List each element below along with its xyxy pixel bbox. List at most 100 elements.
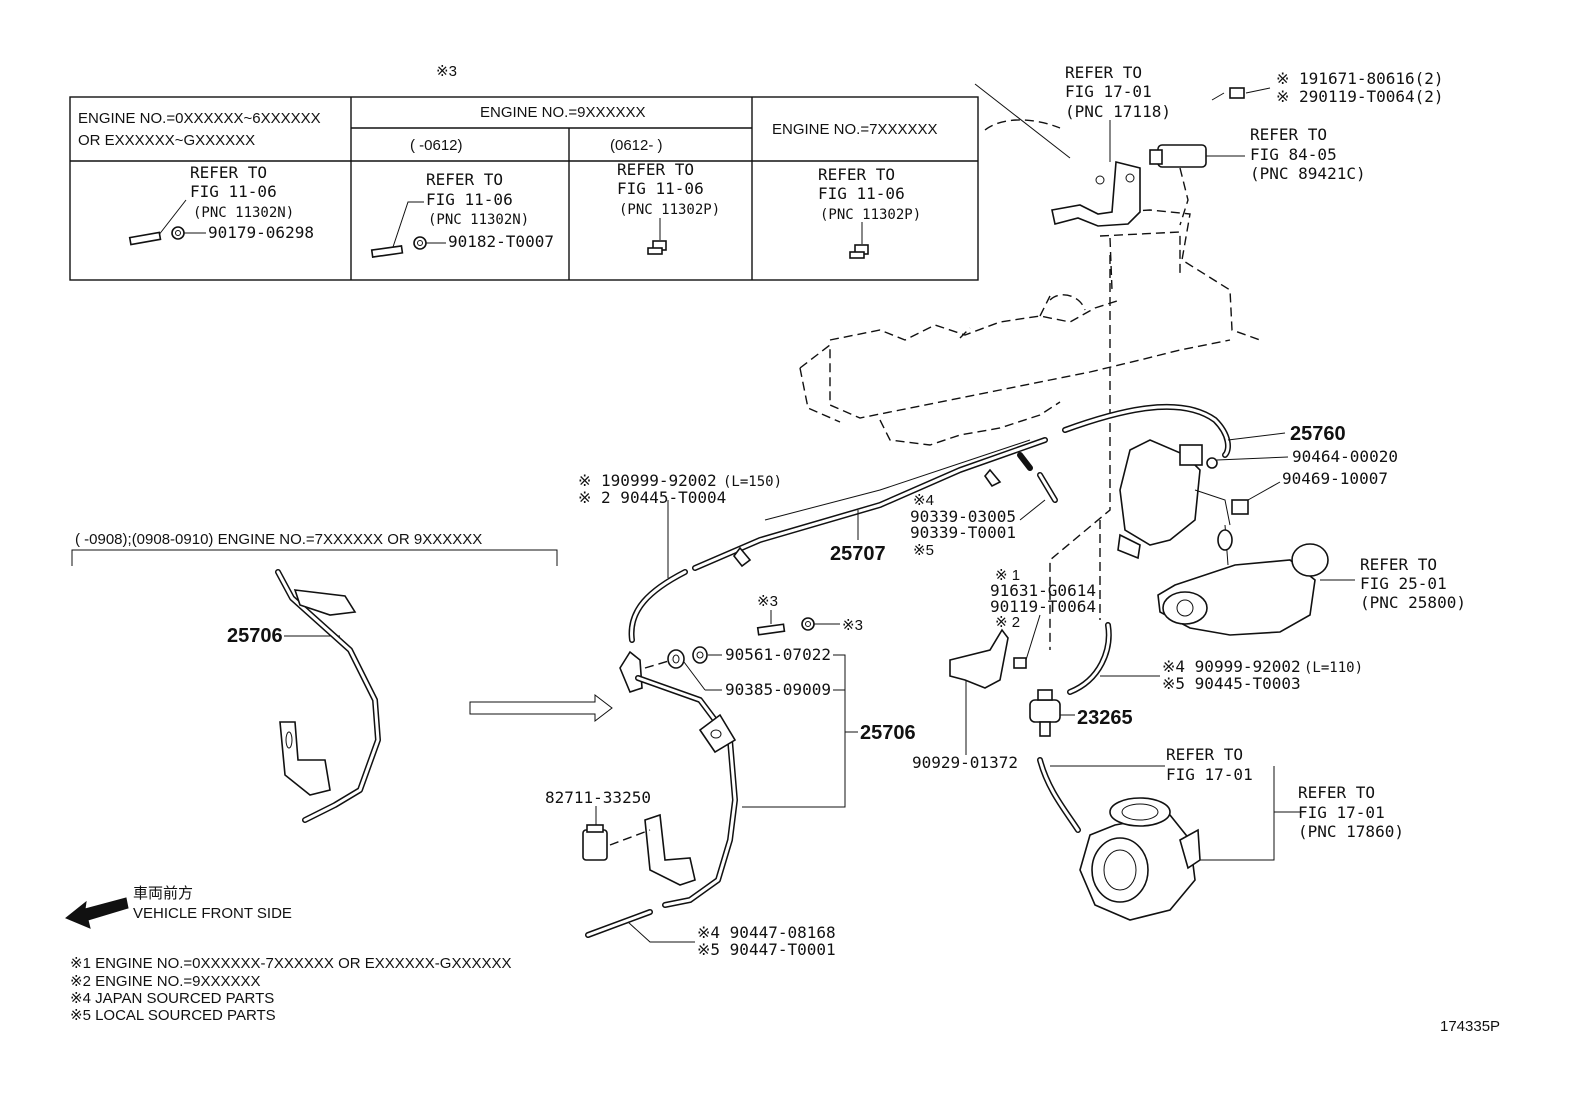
engine-outline [799, 83, 1261, 446]
part-label-90447-a: ※4 90447-08168 [697, 923, 836, 942]
refer-fig17-top: REFER TO FIG 17-01 (PNC 17118) [1065, 63, 1171, 121]
cell4-pnc: (PNC 11302P) [820, 207, 921, 223]
table-marker: ※3 [436, 63, 457, 80]
part-label-90119-b: 90119-T0064 [990, 597, 1096, 616]
filter-23265 [1029, 689, 1075, 737]
clip-82711 [582, 806, 608, 861]
front-label-jp: 車両前方 [133, 885, 193, 902]
refer-fig84: REFER TO FIG 84-05 (PNC 89421C) [1250, 125, 1366, 183]
nut-icon [171, 226, 206, 240]
cell2-part: 90182-T0007 [448, 232, 554, 251]
part-label-90339-t0001: 90339-T0001 [910, 523, 1016, 542]
part-label-90445-t0004: ※ 2 90445-T0004 [578, 488, 726, 507]
cell1-part: 90179-06298 [208, 223, 314, 242]
refer-fig17-bot: REFER TO FIG 17-01 (PNC 17860) [1298, 783, 1404, 841]
mark-3b: ※3 [842, 617, 863, 634]
part-label-25760: 25760 [1290, 423, 1346, 445]
ref-line: REFER TO [1065, 63, 1142, 82]
part-label-25706-main: 25706 [860, 722, 916, 744]
footnotes: ※1 ENGINE NO.=0XXXXXX-7XXXXXX OR EXXXXXX… [70, 955, 511, 1024]
cell4-refer: REFER TO [818, 165, 895, 184]
nut-icon: ※3 [801, 617, 863, 634]
inset-variant: ( -0908);(0908-0910) ENGINE NO.=7XXXXXX … [71, 531, 558, 823]
cell3-pnc: (PNC 11302P) [619, 202, 720, 218]
cell2-refer: REFER TO [426, 170, 503, 189]
ref-line: FIG 84-05 [1250, 145, 1337, 164]
part-label-91631: 91631-G0614 [990, 581, 1096, 600]
hose-90447 [585, 909, 695, 943]
part-label-90464: 90464-00020 [1292, 447, 1398, 466]
egr-valve-part [1157, 524, 1355, 636]
hose-25760 [1062, 403, 1286, 458]
clip-icon [1231, 481, 1281, 515]
cell3-fig: FIG 11-06 [617, 179, 704, 198]
mark-1b: ※ 1 [995, 567, 1020, 584]
vehicle-front-indicator: 車両前方 VEHICLE FRONT SIDE [65, 885, 292, 929]
part-label-90929: 90929-01372 [912, 753, 1018, 772]
part-label-91671: ※ 191671-80616(2) [1276, 69, 1444, 88]
screw-icon [1211, 87, 1271, 101]
table-col1-line1: ENGINE NO.=0XXXXXX~6XXXXXX [78, 110, 321, 127]
stud-icon: ※3 [756, 593, 786, 636]
inset-header: ( -0908);(0908-0910) ENGINE NO.=7XXXXXX … [75, 531, 482, 548]
front-arrow-icon [65, 897, 129, 929]
cell2-fig: FIG 11-06 [426, 190, 513, 209]
table-col2a-sub: ( -0612) [410, 137, 463, 154]
part-label-90119-t0064: ※ 290119-T0064(2) [1276, 87, 1444, 106]
part-label-23265: 23265 [1077, 707, 1133, 729]
footnote: ※5 LOCAL SOURCED PARTS [70, 1007, 276, 1024]
ref-line: REFER TO [1250, 125, 1327, 144]
ref-line: (PNC 89421C) [1250, 164, 1366, 183]
nut-icon [413, 236, 446, 250]
figure-id: 174335P [1440, 1018, 1500, 1035]
table-col3-header: ENGINE NO.=7XXXXXX [772, 121, 937, 138]
refer-fig17-mid: REFER TO FIG 17-01 [1166, 745, 1253, 784]
ref-line: (PNC 17118) [1065, 102, 1171, 121]
cell2-pnc: (PNC 11302N) [428, 212, 529, 228]
ref-line: REFER TO [1298, 783, 1375, 802]
ref-line: FIG 17-01 [1166, 765, 1253, 784]
part-label-90469: 90469-10007 [1282, 469, 1388, 488]
footnote: ※2 ENGINE NO.=9XXXXXX [70, 973, 261, 990]
mark-2b: ※ 2 [995, 614, 1020, 631]
bracket-part [1051, 120, 1141, 227]
ref-line: REFER TO [1166, 745, 1243, 764]
ref-line: FIG 17-01 [1298, 803, 1385, 822]
part-label-90385: 90385-09009 [725, 680, 831, 699]
table-col2b-sub: (0612- ) [610, 137, 663, 154]
cell4-fig: FIG 11-06 [818, 184, 905, 203]
clip-icon [1206, 456, 1289, 469]
vsv-valve-part [1117, 439, 1231, 560]
mark-5a: ※5 [913, 542, 934, 559]
ref-line: FIG 17-01 [1065, 82, 1152, 101]
bolt-icon [647, 218, 667, 255]
gasket-icon [667, 646, 722, 691]
part-label-l110: (L=110) [1304, 660, 1363, 676]
hose-90999-l110 [1067, 622, 1160, 695]
throttle-body-part [1079, 797, 1201, 921]
part-label-l150: (L=150) [723, 474, 782, 490]
ref-line: (PNC 17860) [1298, 822, 1404, 841]
stud-bolt-icon [128, 199, 187, 246]
engine-application-table: ※3 ENGINE NO.=0XXXXXX~6XXXXXX OR EXXXXXX… [69, 63, 979, 281]
bolt-icon [849, 222, 869, 259]
table-col2-header: ENGINE NO.=9XXXXXX [480, 104, 645, 121]
ref-line: (PNC 25800) [1360, 593, 1466, 612]
cell1-fig: FIG 11-06 [190, 182, 277, 201]
part-label-90445-t0003: ※5 90445-T0003 [1162, 674, 1301, 693]
cell1-pnc: (PNC 11302N) [193, 205, 294, 221]
mark-3a: ※3 [757, 593, 778, 610]
part-label-90999-l110: ※4 90999-92002 [1162, 657, 1301, 676]
front-label-en: VEHICLE FRONT SIDE [133, 905, 292, 922]
part-label-25706-inset: 25706 [227, 625, 283, 647]
pipe-25707 [692, 437, 1048, 571]
direction-arrow-icon [469, 693, 613, 723]
part-label-90339-03005: 90339-03005 [910, 507, 1016, 526]
hose-lower [1037, 757, 1165, 833]
table-col1-line2: OR EXXXXXX~GXXXXXX [78, 132, 255, 149]
part-label-90561: 90561-07022 [725, 645, 831, 664]
part-label-82711: 82711-33250 [545, 788, 651, 807]
mark-4a: ※4 [913, 492, 934, 509]
bracket-91631 [949, 614, 1041, 750]
